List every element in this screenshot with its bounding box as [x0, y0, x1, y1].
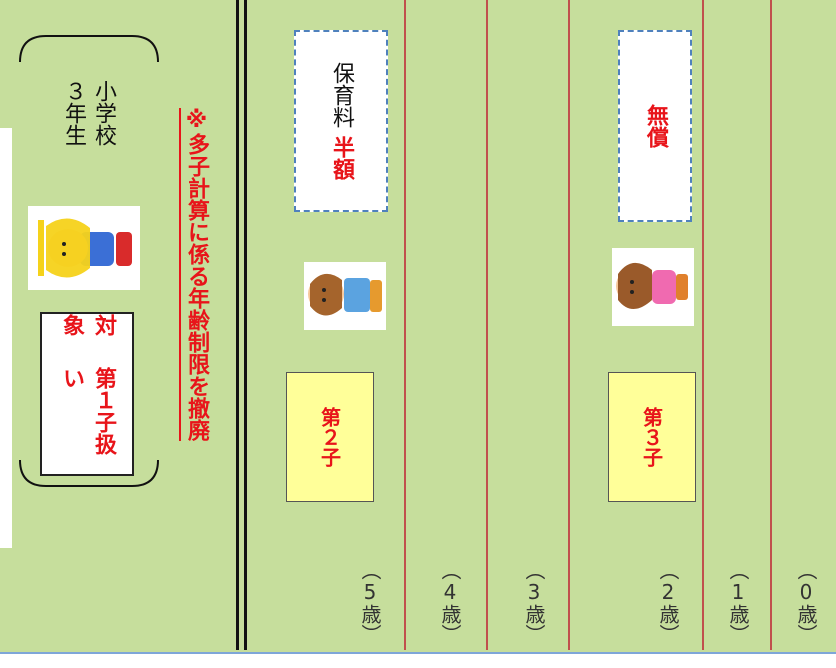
fee-label: 保育料	[329, 62, 354, 128]
fee-half-value: 半額	[329, 136, 354, 180]
age-label: （5歳）	[358, 560, 382, 644]
boy-icon	[304, 262, 386, 330]
target-box: 対象 第１子扱い	[40, 312, 134, 476]
row-divider	[568, 0, 570, 650]
fee-free-value: 無償	[643, 104, 668, 148]
age-label: （0歳）	[794, 560, 818, 644]
bottom-border	[0, 652, 836, 668]
fee-free-box: 無償	[618, 30, 692, 222]
target-title: 対象	[59, 314, 116, 336]
age-label: （2歳）	[656, 560, 680, 644]
age-label: （1歳）	[726, 560, 750, 644]
child-3-box: 第３子	[608, 372, 696, 502]
grade-label: 小学校 ３年生	[61, 80, 116, 146]
age-label: （3歳）	[522, 560, 546, 644]
girl-icon	[612, 248, 694, 326]
child-2-box: 第２子	[286, 372, 374, 502]
child-3-label: 第３子	[639, 407, 664, 467]
schoolchild-icon	[28, 206, 140, 290]
header-divider-2	[244, 0, 247, 650]
row-divider	[486, 0, 488, 650]
fee-half-box: 保育料 半額	[294, 30, 388, 212]
row-divider	[404, 0, 406, 650]
age-label: （4歳）	[438, 560, 462, 644]
child-2-label: 第２子	[317, 407, 342, 467]
header-bracket	[19, 35, 159, 487]
header-divider	[236, 0, 239, 650]
row-divider	[702, 0, 704, 650]
row-divider	[770, 0, 772, 650]
note-age-limit-removed: ※多子計算に係る年齢制限を撤廃	[184, 107, 209, 441]
left-edge-panel	[0, 128, 12, 548]
target-subtitle: 第１子扱い	[59, 366, 116, 455]
